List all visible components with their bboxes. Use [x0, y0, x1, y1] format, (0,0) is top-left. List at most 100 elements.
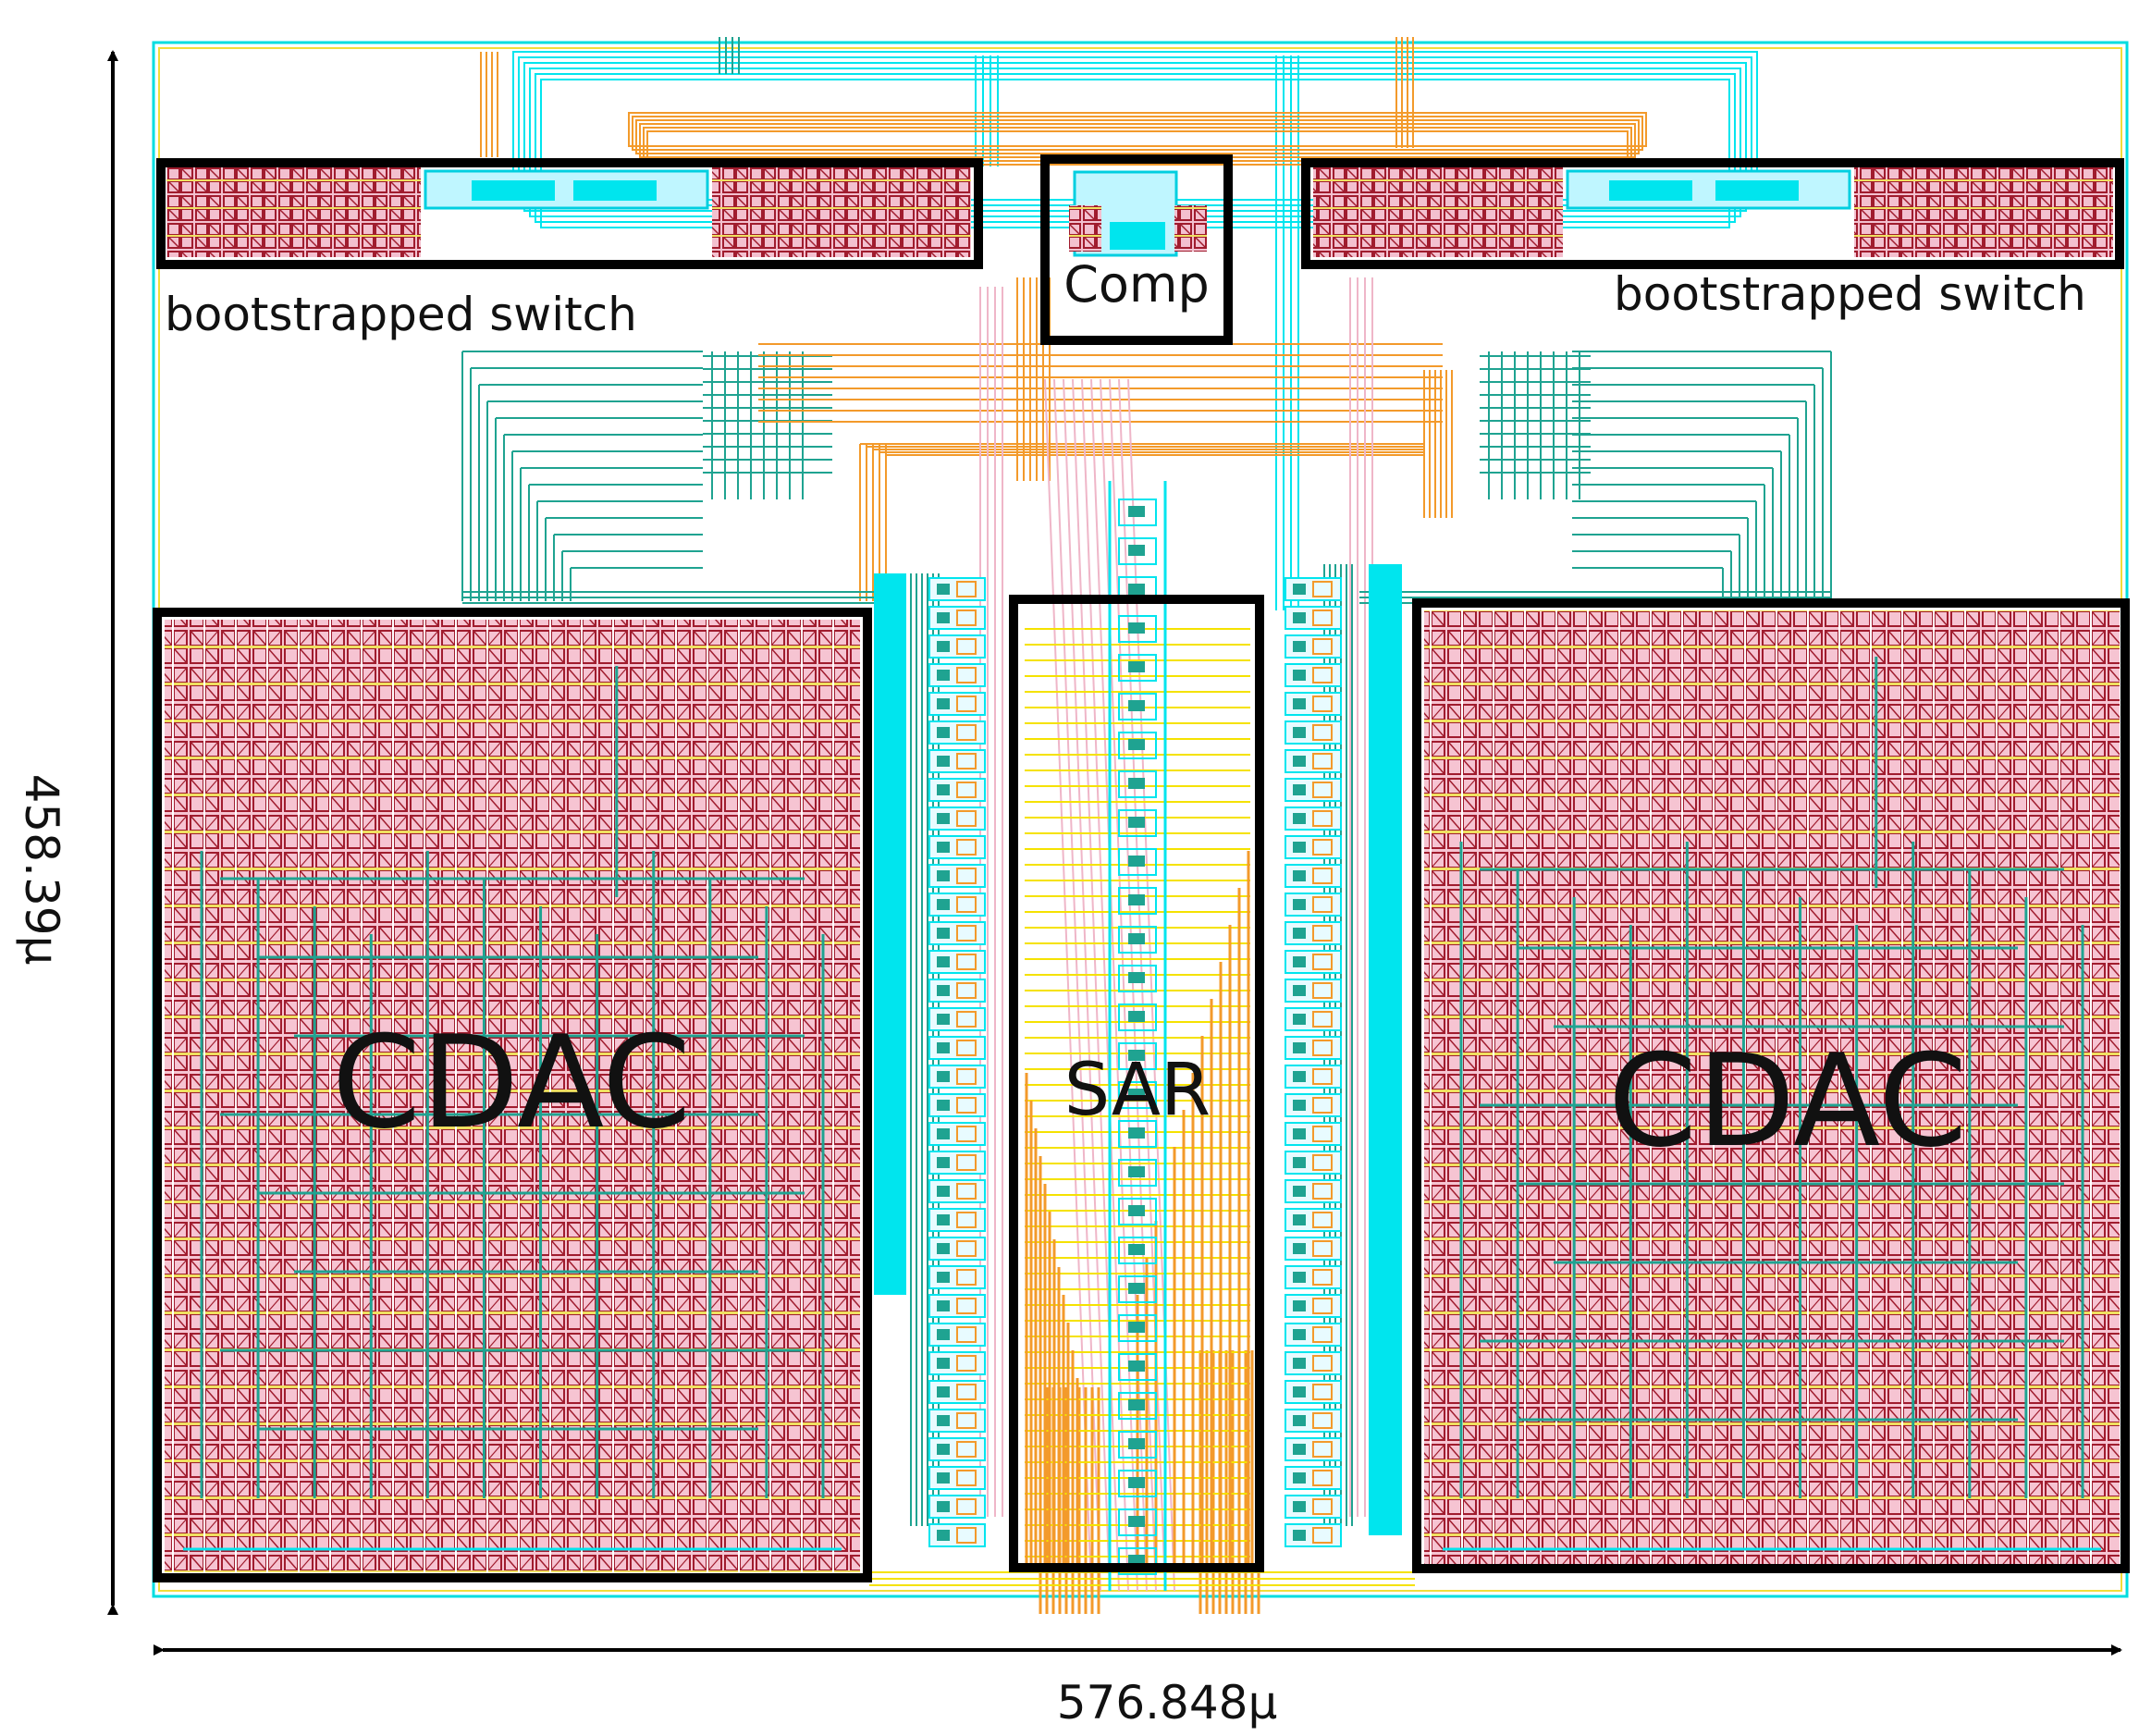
route-segment [1293, 1243, 1306, 1254]
route-segment [1293, 1329, 1306, 1340]
route-segment [1312, 1498, 1333, 1515]
route-segment [937, 1530, 950, 1541]
route-segment [1293, 1128, 1306, 1139]
route-segment [1128, 506, 1145, 517]
route-segment [1293, 842, 1306, 853]
route-segment [1312, 1212, 1333, 1228]
route-segment [956, 868, 977, 884]
route-segment [1293, 1530, 1306, 1541]
sar-label: SAR [1064, 1049, 1211, 1132]
route-segment [1293, 612, 1306, 623]
route-segment [956, 1212, 977, 1228]
route-segment [1118, 1431, 1157, 1459]
route-segment [1293, 584, 1306, 595]
route-segment [1293, 813, 1306, 824]
route-segment [1118, 1003, 1157, 1031]
route-segment [956, 1183, 977, 1200]
height-dimension-label: 458.39μ [15, 774, 68, 966]
route-segment [1128, 1438, 1145, 1449]
route-segment [937, 1157, 950, 1168]
route-segment [1128, 661, 1145, 672]
route-segment [1312, 896, 1333, 913]
route-segment [1128, 894, 1145, 905]
route-segment [1128, 1166, 1145, 1177]
route-segment [1312, 925, 1333, 942]
route-segment [1312, 1269, 1333, 1286]
comp-outline [1040, 154, 1233, 345]
route-segment [937, 727, 950, 738]
route-segment [937, 1243, 950, 1254]
route-segment [1072, 378, 1120, 1592]
switch-outline-left [156, 158, 983, 269]
route-segment [1118, 499, 1157, 526]
width-dimension-label: 576.848μ [1057, 1676, 1278, 1730]
route-segment [1312, 1384, 1333, 1400]
route-segment [1312, 1068, 1333, 1085]
route-segment [1312, 982, 1333, 999]
route-segment [1118, 1508, 1157, 1536]
route-segment [1312, 638, 1333, 655]
cdac-array-right [1424, 610, 2120, 1572]
route-segment [1118, 926, 1157, 954]
route-segment [956, 954, 977, 970]
route-segment [1293, 956, 1306, 967]
cdac-array-left [165, 620, 860, 1572]
route-segment [937, 1042, 950, 1053]
route-segment [1118, 770, 1157, 798]
switch-cell-left [166, 166, 971, 257]
route-segment [1128, 1244, 1145, 1255]
route-segment [937, 985, 950, 996]
cdac-outline-left [153, 608, 872, 1582]
route-segment [956, 1126, 977, 1142]
route-segment [1312, 609, 1333, 626]
route-segment [1128, 1322, 1145, 1333]
route-segment [1293, 1071, 1306, 1082]
route-segment [1118, 1198, 1157, 1225]
route-segment [937, 1186, 950, 1197]
route-segment [956, 638, 977, 655]
route-segment [956, 1154, 977, 1171]
route-segment [956, 724, 977, 741]
route-segment [956, 667, 977, 683]
route-segment [1118, 1547, 1157, 1575]
route-segment [937, 1358, 950, 1369]
switch-label-right: bootstrapped switch [1614, 267, 2086, 321]
route-segment [1118, 1159, 1157, 1187]
route-segment [1118, 1081, 1157, 1109]
route-segment [1128, 972, 1145, 983]
route-segment [628, 112, 1647, 147]
route-segment [1118, 1042, 1157, 1070]
route-segment [1312, 1126, 1333, 1142]
route-segment [1118, 1353, 1157, 1381]
route-segment [956, 1011, 977, 1028]
route-segment [646, 130, 1629, 166]
route-segment [956, 1040, 977, 1056]
route-segment [1118, 965, 1157, 992]
route-segment [1128, 1011, 1145, 1022]
route-segment [1312, 753, 1333, 770]
route-segment [1293, 1300, 1306, 1311]
route-segment [937, 1300, 950, 1311]
route-segment [1128, 1127, 1145, 1139]
route-segment [1128, 584, 1145, 595]
route-segment [956, 1441, 977, 1458]
route-segment [1293, 1415, 1306, 1426]
route-segment [632, 116, 1643, 151]
route-segment [1128, 1050, 1145, 1061]
route-segment [1293, 1186, 1306, 1197]
route-segment [937, 612, 950, 623]
route-segment [1293, 698, 1306, 709]
route-segment [1312, 868, 1333, 884]
route-segment [1293, 1386, 1306, 1397]
route-segment [1312, 782, 1333, 798]
route-segment [1293, 1358, 1306, 1369]
cdac-label-left: CDAC [332, 1008, 692, 1157]
route-segment [937, 784, 950, 795]
route-segment [1312, 1470, 1333, 1486]
route-segment [1100, 378, 1148, 1592]
route-segment [1293, 1100, 1306, 1111]
route-segment [1312, 1441, 1333, 1458]
route-segment [1293, 1472, 1306, 1484]
route-segment [937, 670, 950, 681]
route-segment [1090, 378, 1138, 1592]
